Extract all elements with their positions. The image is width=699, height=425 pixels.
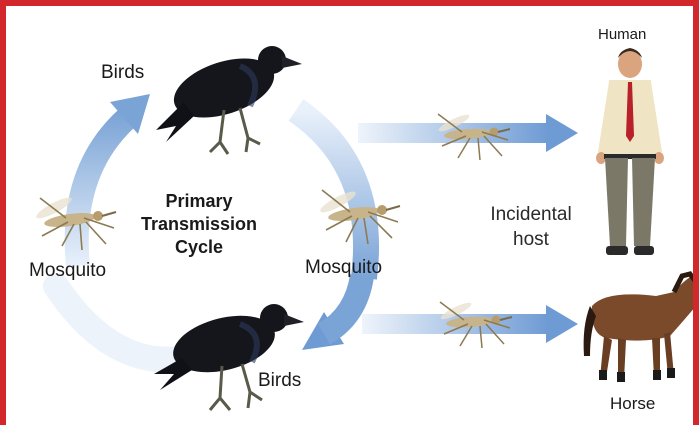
cycle-title-line: Transmission	[134, 213, 264, 236]
cycle-title-line: Primary	[134, 190, 264, 213]
crow-icon	[154, 304, 304, 410]
horse-label: Horse	[610, 394, 655, 414]
cycle-title: Primary Transmission Cycle	[134, 190, 264, 259]
incidental-host-line: Incidental	[472, 202, 590, 227]
cycle-arrow-right-icon	[296, 110, 366, 350]
birds-label-bottom: Birds	[258, 370, 301, 392]
human-label: Human	[598, 26, 646, 43]
human-icon	[596, 48, 664, 255]
mosquito-label-right: Mosquito	[305, 257, 382, 279]
birds-label-top: Birds	[101, 62, 144, 84]
cycle-title-line: Cycle	[134, 236, 264, 259]
mosquito-label-left: Mosquito	[29, 260, 106, 282]
crow-icon	[156, 46, 302, 154]
incidental-host-label: Incidental host	[472, 202, 590, 252]
incidental-host-line: host	[472, 227, 590, 252]
horse-icon	[584, 274, 699, 382]
